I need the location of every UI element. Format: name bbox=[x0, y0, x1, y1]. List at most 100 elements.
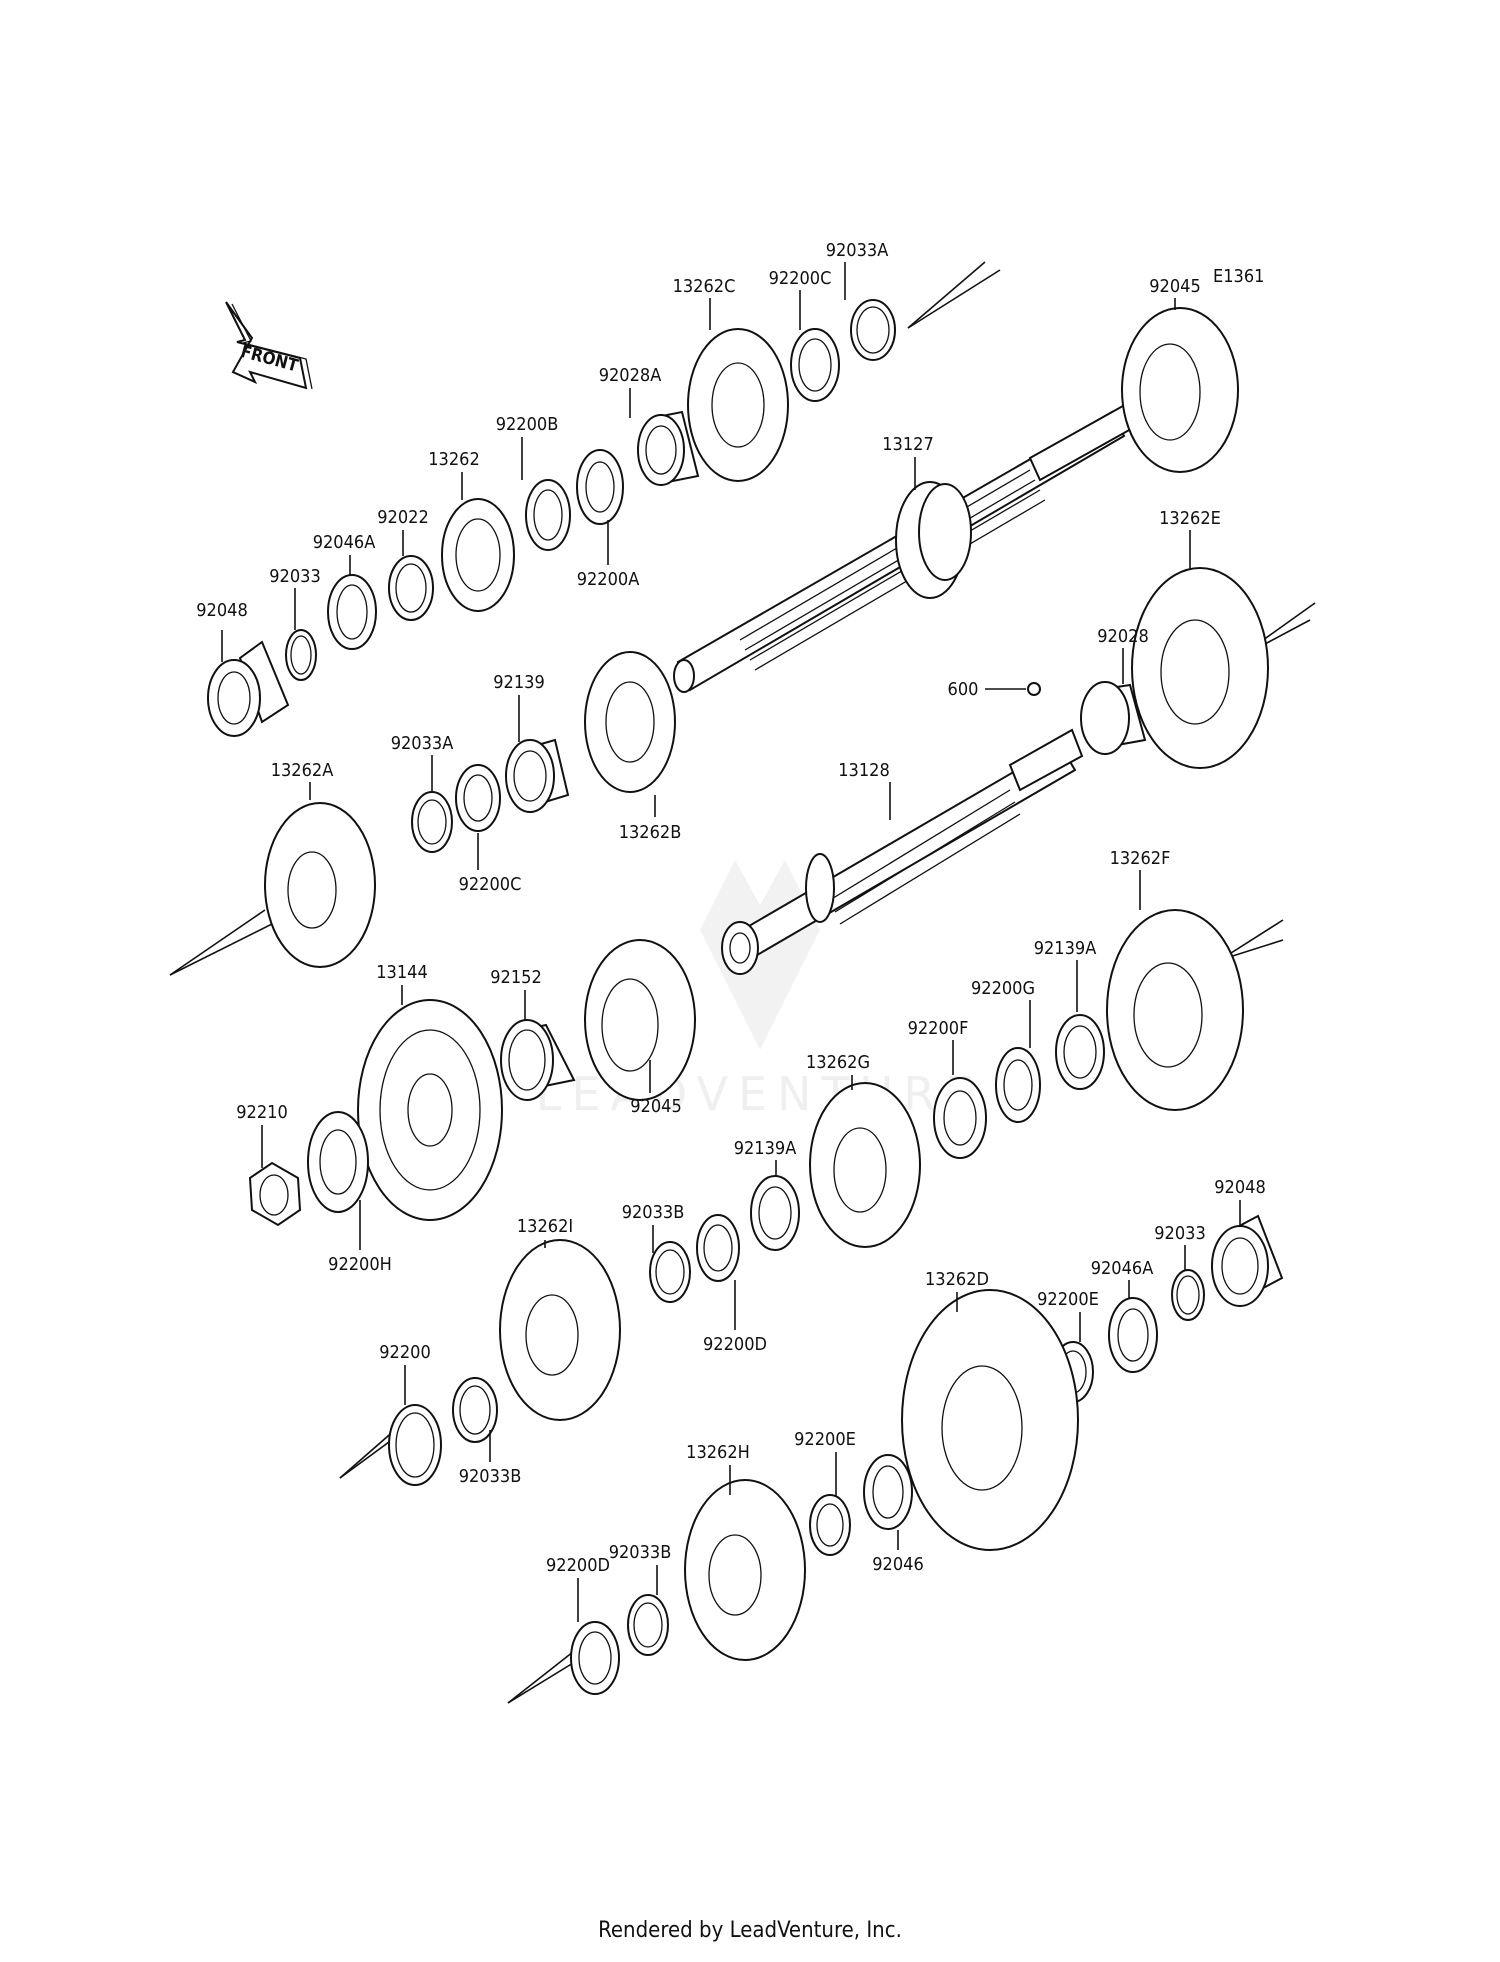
label-13262D: 13262D bbox=[925, 1269, 989, 1290]
part-92033-circlip-upper bbox=[285, 629, 317, 681]
label-92046A-lower: 92046A bbox=[1091, 1258, 1154, 1279]
label-92200E-lower: 92200E bbox=[794, 1429, 856, 1450]
part-13262I-gear bbox=[499, 1239, 621, 1421]
part-13262E-gear bbox=[1131, 567, 1269, 769]
part-13262-gear bbox=[441, 498, 515, 612]
part-13262F-gear bbox=[1106, 909, 1244, 1111]
part-92046A-bearing-upper bbox=[327, 574, 377, 650]
part-92200B-washer bbox=[525, 479, 571, 551]
label-92046A-upper: 92046A bbox=[313, 532, 376, 553]
part-92045-ball-bearing-lower bbox=[584, 939, 696, 1101]
part-92210-nut bbox=[248, 1161, 302, 1227]
shaft-13128 bbox=[721, 728, 1084, 975]
label-92200D-middle: 92200D bbox=[703, 1334, 767, 1355]
label-92028: 92028 bbox=[1097, 626, 1149, 647]
label-92048-lower: 92048 bbox=[1214, 1177, 1266, 1198]
label-92200H: 92200H bbox=[328, 1254, 392, 1275]
label-13262G: 13262G bbox=[806, 1052, 870, 1073]
part-13262B-gear bbox=[584, 651, 676, 793]
part-92200C-washer-upper bbox=[790, 328, 840, 402]
shaft-13127 bbox=[673, 400, 1142, 693]
part-labels: 92048 92033 92046A 92022 13262 92200B 92… bbox=[196, 240, 1266, 1576]
label-92045-lower: 92045 bbox=[630, 1096, 682, 1117]
label-13262F: 13262F bbox=[1110, 848, 1171, 869]
part-92046-bearing bbox=[863, 1454, 913, 1530]
part-92033B-circlip-middle bbox=[649, 1241, 691, 1303]
label-13262A: 13262A bbox=[271, 760, 334, 781]
part-92028A-bushing bbox=[637, 410, 700, 486]
part-92048-collar-upper bbox=[207, 640, 290, 737]
label-13262: 13262 bbox=[428, 449, 480, 470]
part-13262H-gear bbox=[684, 1479, 806, 1661]
label-92045-upper: 92045 bbox=[1149, 276, 1201, 297]
label-92028A: 92028A bbox=[599, 365, 662, 386]
part-13262G-gear bbox=[809, 1082, 921, 1248]
label-92048-upper: 92048 bbox=[196, 600, 248, 621]
part-600-ball bbox=[1027, 682, 1041, 696]
footer-credit: Rendered by LeadVenture, Inc. bbox=[598, 1918, 902, 1943]
label-92033-upper: 92033 bbox=[269, 566, 321, 587]
label-13262E: 13262E bbox=[1159, 508, 1221, 529]
label-92033B-lower-left: 92033B bbox=[459, 1466, 522, 1487]
part-92200A-lock-washer bbox=[576, 449, 624, 525]
part-92200H-lock-washer bbox=[307, 1111, 369, 1213]
label-92139A-right: 92139A bbox=[1034, 938, 1097, 959]
part-92033A-circlip-middle bbox=[411, 791, 453, 853]
leader-lines bbox=[221, 262, 1241, 1622]
label-92139: 92139 bbox=[493, 672, 545, 693]
part-13262A-gear bbox=[264, 802, 376, 968]
part-92200E-washer-lower bbox=[809, 1494, 851, 1556]
part-92046A-bearing-lower bbox=[1108, 1297, 1158, 1373]
part-92139-bushing bbox=[505, 738, 570, 813]
label-92200: 92200 bbox=[379, 1342, 431, 1363]
front-direction-arrow: FRONT bbox=[225, 301, 313, 390]
part-92033A-circlip-upper bbox=[850, 299, 896, 361]
label-92033B-bottom: 92033B bbox=[609, 1542, 672, 1563]
label-92033B-middle: 92033B bbox=[622, 1202, 685, 1223]
label-13262I: 13262I bbox=[517, 1216, 573, 1237]
part-92033B-circlip-bottom bbox=[627, 1594, 669, 1656]
part-92048-collar-lower bbox=[1211, 1214, 1284, 1307]
label-92033A-middle: 92033A bbox=[391, 733, 454, 754]
label-13127: 13127 bbox=[882, 434, 934, 455]
part-13262D-gear bbox=[901, 1289, 1079, 1551]
part-92139A-bearing-left bbox=[750, 1175, 800, 1251]
label-600: 600 bbox=[948, 679, 979, 700]
label-92033-lower: 92033 bbox=[1154, 1223, 1206, 1244]
label-92210: 92210 bbox=[236, 1102, 288, 1123]
label-92152: 92152 bbox=[490, 967, 542, 988]
label-92200C-middle: 92200C bbox=[459, 874, 522, 895]
label-92033A-upper: 92033A bbox=[826, 240, 889, 261]
part-92200G-lock-washer bbox=[995, 1047, 1041, 1123]
part-92045-ball-bearing-upper bbox=[1121, 307, 1239, 473]
part-92022-washer bbox=[388, 555, 434, 621]
part-92200F-washer bbox=[933, 1077, 987, 1159]
label-92200F: 92200F bbox=[908, 1018, 969, 1039]
part-92200-washer bbox=[388, 1404, 442, 1486]
part-92200D-washer-middle bbox=[696, 1214, 740, 1282]
part-92028-bushing bbox=[1080, 681, 1147, 755]
part-92033-circlip-lower bbox=[1171, 1269, 1205, 1321]
label-92200A: 92200A bbox=[577, 569, 640, 590]
part-13262C-gear bbox=[687, 328, 789, 482]
label-92046: 92046 bbox=[872, 1554, 924, 1575]
part-92033B-circlip-lower-left bbox=[452, 1377, 498, 1443]
label-13262B: 13262B bbox=[619, 822, 682, 843]
part-92200C-washer-middle bbox=[455, 764, 501, 832]
label-92200D-bottom: 92200D bbox=[546, 1555, 610, 1576]
label-92200E-upper: 92200E bbox=[1037, 1289, 1099, 1310]
label-92200C-upper: 92200C bbox=[769, 268, 832, 289]
label-92200G: 92200G bbox=[971, 978, 1035, 999]
label-13262C: 13262C bbox=[673, 276, 736, 297]
diagram-code: E1361 bbox=[1213, 266, 1264, 287]
label-13144: 13144 bbox=[376, 962, 428, 983]
part-92139A-bearing-right bbox=[1055, 1014, 1105, 1090]
part-13144-sprocket bbox=[357, 999, 503, 1221]
part-92200D-washer-bottom bbox=[570, 1621, 620, 1695]
label-92139A-left: 92139A bbox=[734, 1138, 797, 1159]
label-92022: 92022 bbox=[377, 507, 429, 528]
label-13262H: 13262H bbox=[686, 1442, 750, 1463]
part-92152-collar bbox=[500, 1019, 576, 1101]
label-13128: 13128 bbox=[838, 760, 890, 781]
